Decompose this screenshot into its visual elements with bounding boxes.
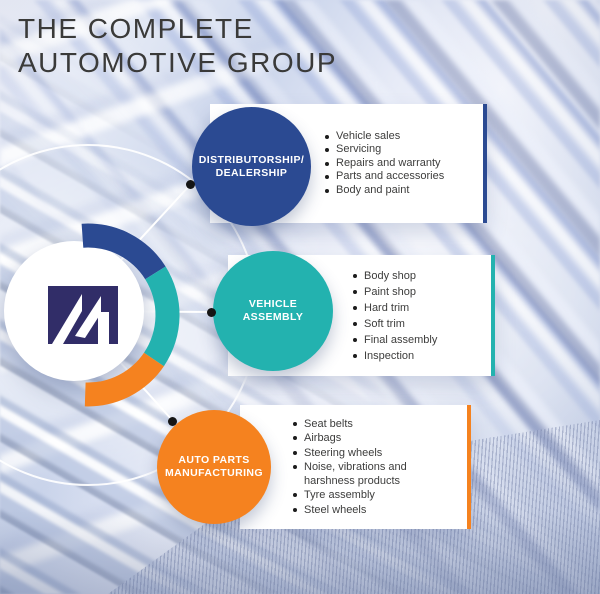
bullet-dot-icon (325, 161, 329, 166)
bullet-dot-icon (325, 148, 329, 153)
bullet-dot-icon (353, 337, 357, 342)
bullet-dot-icon (325, 175, 329, 180)
list-item: Noise, vibrations and harshness products (293, 460, 451, 489)
bullet-dot-icon (353, 353, 357, 358)
connector-dot-auto-parts (168, 417, 177, 426)
item-list-auto-parts: Seat belts Airbags Steering wheels Noise… (240, 417, 467, 517)
page-title-line-2: AUTOMOTIVE GROUP (18, 47, 338, 78)
list-item-label: Paint shop (364, 285, 416, 298)
list-item: Final assembly (353, 332, 491, 348)
hub-ring-segment-vehicle-assembly (144, 266, 180, 367)
node-label-line: DEALERSHIP (215, 166, 288, 179)
node-label-line: MANUFACTURING (165, 467, 263, 479)
list-item: Tyre assembly (293, 488, 451, 502)
list-item-label: Steel wheels (304, 503, 367, 516)
bullet-dot-icon (293, 436, 297, 441)
bullet-dot-icon (293, 507, 297, 512)
bullet-dot-icon (293, 421, 297, 426)
bullet-dot-icon (293, 493, 297, 498)
list-item-label: Vehicle sales (336, 129, 401, 142)
list-item: Servicing (325, 143, 483, 157)
bullet-dot-icon (353, 305, 357, 310)
list-item-label: Repairs and warranty (336, 156, 441, 169)
page-title-line-1: THE COMPLETE (18, 13, 254, 44)
list-item-label: Noise, vibrations and harshness products (304, 460, 407, 488)
bullet-dot-icon (353, 273, 357, 278)
list-item: Hard trim (353, 300, 491, 316)
card-auto-parts: Seat belts Airbags Steering wheels Noise… (240, 405, 471, 529)
list-item: Paint shop (353, 284, 491, 300)
node-distributorship: DISTRIBUTORSHIP/ DEALERSHIP (192, 107, 311, 226)
list-item-label: Servicing (336, 143, 382, 156)
list-item-label: Inspection (364, 349, 415, 362)
list-item: Repairs and warranty (325, 157, 483, 171)
list-item: Parts and accessories (325, 170, 483, 184)
node-vehicle-assembly: VEHICLE ASSEMBLY (213, 251, 333, 371)
list-item-label: Steering wheels (304, 446, 383, 459)
list-item-label: Airbags (304, 432, 342, 445)
bullet-dot-icon (293, 450, 297, 455)
list-item: Steel wheels (293, 503, 451, 517)
bullet-dot-icon (293, 464, 297, 469)
list-item-label: Tyre assembly (304, 489, 375, 502)
list-item: Soft trim (353, 316, 491, 332)
list-item-label: Soft trim (364, 317, 405, 330)
list-item: Vehicle sales (325, 130, 483, 144)
bullet-dot-icon (325, 188, 329, 193)
list-item: Airbags (293, 431, 451, 445)
list-item-label: Body and paint (336, 183, 410, 196)
bullet-dot-icon (353, 289, 357, 294)
node-label-line: ASSEMBLY (242, 311, 304, 323)
list-item-label: Seat belts (304, 417, 353, 430)
bullet-dot-icon (325, 134, 329, 139)
list-item: Steering wheels (293, 446, 451, 460)
node-label-line: VEHICLE (248, 298, 298, 310)
connector-dot-distributorship (186, 180, 195, 189)
list-item-label: Parts and accessories (336, 170, 445, 183)
node-label-line: DISTRIBUTORSHIP/ (198, 153, 305, 166)
list-item: Inspection (353, 348, 491, 364)
node-auto-parts: AUTO PARTS MANUFACTURING (157, 410, 271, 524)
node-label-line: AUTO PARTS (178, 454, 250, 466)
list-item: Seat belts (293, 417, 451, 431)
list-item-label: Hard trim (364, 301, 410, 314)
list-item: Body and paint (325, 184, 483, 198)
m-icon (48, 286, 118, 344)
motus-logo (48, 286, 118, 344)
list-item-label: Final assembly (364, 333, 438, 346)
list-item-label: Body shop (364, 269, 416, 282)
connector-dot-vehicle-assembly (207, 308, 216, 317)
page-title: THE COMPLETE AUTOMOTIVE GROUP (18, 12, 337, 80)
list-item: Body shop (353, 268, 491, 284)
bullet-dot-icon (353, 321, 357, 326)
